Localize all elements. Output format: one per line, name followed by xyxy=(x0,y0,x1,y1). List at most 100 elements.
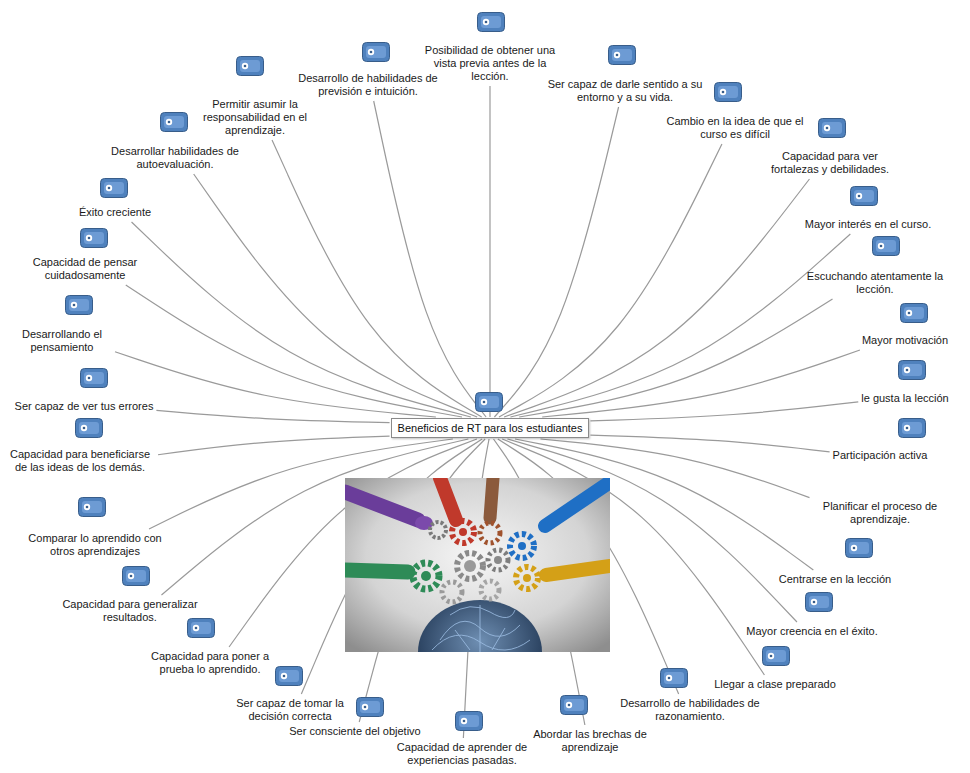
topic-icon xyxy=(846,539,873,558)
benefit-text: Mayor interés en el curso. xyxy=(805,218,932,231)
benefit-text: le gusta la lección xyxy=(861,392,948,405)
benefit-label: Llegar a clase preparado xyxy=(714,678,836,691)
topic-icon xyxy=(357,698,384,717)
benefit-label: Mayor interés en el curso. xyxy=(805,218,932,231)
topic-icon xyxy=(363,43,390,62)
central-topic-text: Beneficios de RT para los estudiantes xyxy=(398,421,583,435)
spoke-connector xyxy=(194,174,478,417)
topic-icon xyxy=(188,619,215,638)
topic-icons xyxy=(66,13,928,731)
benefit-label: Capacidad para poner a prueba lo aprendi… xyxy=(148,650,273,676)
topic-icon xyxy=(806,593,833,612)
benefit-label: Permitir asumir la responsabilidad en el… xyxy=(195,98,315,137)
benefit-text: Desarrollando el pensamiento xyxy=(12,328,112,354)
benefit-text: Ser consciente del objetivo xyxy=(289,725,420,738)
benefit-text: Capacidad para poner a prueba lo aprendi… xyxy=(148,650,273,676)
topic-icon xyxy=(161,113,188,132)
central-topic-box: Beneficios de RT para los estudiantes xyxy=(391,418,590,438)
topic-icon xyxy=(276,667,303,686)
benefit-text: Desarrollar habilidades de autoevaluació… xyxy=(103,145,248,171)
topic-icon xyxy=(899,419,926,438)
benefit-text: Capacidad para ver fortalezas y debilida… xyxy=(760,150,900,176)
topic-icon xyxy=(79,498,106,517)
spoke-connector xyxy=(499,144,722,417)
benefit-label: Capacidad para beneficiarse de las ideas… xyxy=(5,448,155,474)
benefit-label: Desarrollo de habilidades de razonamient… xyxy=(613,697,768,723)
benefit-label: Cambio en la idea de que el curso es dif… xyxy=(660,115,810,141)
spoke-connector xyxy=(489,86,490,417)
benefit-text: Centrarse en la lección xyxy=(779,573,892,586)
benefit-label: Éxito creciente xyxy=(79,206,151,219)
topic-icon xyxy=(76,419,103,438)
benefit-text: Desarrollo de habilidades de previsión e… xyxy=(291,72,446,98)
benefit-text: Cambio en la idea de que el curso es dif… xyxy=(660,115,810,141)
topic-icon xyxy=(561,696,588,715)
spoke-connector xyxy=(494,107,618,417)
spoke-connector xyxy=(590,435,829,452)
topic-icon xyxy=(715,83,742,102)
benefit-text: Escuchando atentamente la lección. xyxy=(800,270,950,296)
benefit-label: Centrarse en la lección xyxy=(779,573,892,586)
benefit-text: Éxito creciente xyxy=(79,206,151,219)
benefit-text: Planificar el proceso de aprendizaje. xyxy=(813,500,948,526)
benefit-text: Capacidad para generalizar resultados. xyxy=(58,598,203,624)
benefit-text: Mayor motivación xyxy=(862,334,948,347)
topic-icon xyxy=(873,237,900,256)
spoke-connector xyxy=(158,436,390,455)
benefit-label: Participación activa xyxy=(833,449,928,462)
topic-icon xyxy=(101,179,128,198)
topic-icon xyxy=(819,119,846,138)
benefit-label: Ser capaz de tomar la decisión correcta xyxy=(230,697,350,723)
benefit-label: Desarrollar habilidades de autoevaluació… xyxy=(103,145,248,171)
spoke-connector xyxy=(272,140,482,417)
topic-icon xyxy=(609,46,636,65)
spoke-connector xyxy=(519,299,832,417)
topic-icon xyxy=(81,369,108,388)
spoke-connector xyxy=(374,101,486,417)
benefit-label: Ser consciente del objetivo xyxy=(289,725,420,738)
benefit-label: Mayor motivación xyxy=(862,334,948,347)
topic-icon xyxy=(899,361,926,380)
benefit-text: Mayor creencia en el éxito. xyxy=(746,625,877,638)
topic-icon xyxy=(661,669,688,688)
benefit-label: le gusta la lección xyxy=(861,392,948,405)
benefit-label: Desarrollando el pensamiento xyxy=(12,328,112,354)
benefit-text: Permitir asumir la responsabilidad en el… xyxy=(195,98,315,137)
benefit-label: Planificar el proceso de aprendizaje. xyxy=(813,500,948,526)
benefit-label: Ser capaz de darle sentido a su entorno … xyxy=(545,78,705,104)
topic-icon xyxy=(478,13,505,32)
topic-icon xyxy=(901,304,928,323)
topic-icon xyxy=(476,393,503,412)
topic-icon xyxy=(81,229,108,248)
benefit-label: Desarrollo de habilidades de previsión e… xyxy=(291,72,446,98)
spoke-connector xyxy=(510,234,850,417)
benefit-label: Escuchando atentamente la lección. xyxy=(800,270,950,296)
benefit-text: Desarrollo de habilidades de razonamient… xyxy=(613,697,768,723)
benefit-text: Ser capaz de darle sentido a su entorno … xyxy=(545,78,705,104)
topic-icon xyxy=(763,647,790,666)
benefit-label: Capacidad para generalizar resultados. xyxy=(58,598,203,624)
spoke-connector xyxy=(590,402,858,421)
benefit-label: Abordar las brechas de aprendizaje xyxy=(525,728,655,754)
benefit-label: Capacidad para ver fortalezas y debilida… xyxy=(760,150,900,176)
benefit-text: Participación activa xyxy=(833,449,928,462)
benefit-label: Ser capaz de ver tus errores xyxy=(15,400,154,413)
topic-icon xyxy=(851,187,878,206)
benefit-text: Ser capaz de ver tus errores xyxy=(15,400,154,413)
topic-icon xyxy=(123,567,150,586)
benefit-text: Capacidad para beneficiarse de las ideas… xyxy=(5,448,155,474)
benefit-text: Comparar lo aprendido con otros aprendiz… xyxy=(25,532,165,558)
spoke-connector xyxy=(115,352,436,417)
benefit-label: Capacidad de pensar cuidadosamente xyxy=(28,256,143,282)
benefit-text: Capacidad de pensar cuidadosamente xyxy=(28,256,143,282)
topic-icon xyxy=(237,57,264,76)
benefit-label: Comparar lo aprendido con otros aprendiz… xyxy=(25,532,165,558)
benefit-label: Capacidad de aprender de experiencias pa… xyxy=(395,741,530,767)
spoke-connector xyxy=(498,439,679,694)
spoke-connector xyxy=(156,410,389,422)
topic-icon xyxy=(66,296,93,315)
topic-icon xyxy=(456,712,483,731)
